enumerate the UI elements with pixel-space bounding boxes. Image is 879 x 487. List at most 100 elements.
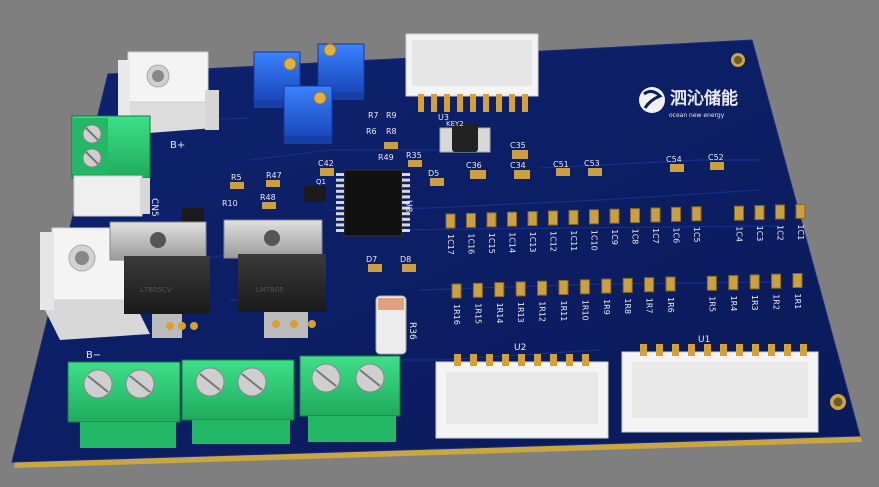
label-1r5: 1R5: [707, 296, 716, 312]
label-1c11: 1C11: [569, 230, 578, 251]
label-u1: U1: [698, 335, 710, 345]
ic-pin: [336, 189, 344, 193]
label-1c6: 1C6: [672, 227, 681, 243]
ic-pin: [336, 223, 344, 227]
ic-pin: [336, 201, 344, 204]
label-u3: U3: [438, 113, 449, 122]
label-c34: C34: [510, 161, 526, 170]
ic-pin: [402, 178, 410, 182]
label-d7: D7: [366, 255, 377, 264]
label-c53: C53: [584, 159, 600, 168]
connector-pin: [454, 354, 461, 366]
label-d5: D5: [428, 169, 439, 178]
label-u8: U8: [403, 200, 413, 213]
green-screw-terminal-bottom-1: [67, 361, 181, 448]
capacitor-1c4: 1C4: [734, 205, 744, 242]
capacitor-1c3: 1C3: [754, 205, 765, 242]
label-1r2: 1R2: [772, 294, 781, 310]
label-1c5: 1C5: [692, 227, 701, 243]
label-r49: R49: [378, 153, 394, 162]
label-1r9: 1R9: [602, 299, 611, 315]
silkscreen-designators: R5 R10 R47 R48 R7 R9 R6 R8 R49 R35 C42 C…: [222, 111, 724, 264]
label-r5: R5: [231, 173, 242, 182]
resistor-1r7: 1R7: [644, 277, 655, 313]
capacitor-1c10: 1C10: [589, 209, 599, 251]
connector-pin: [656, 344, 663, 356]
label-r35: R35: [406, 151, 422, 160]
ic-pin: [336, 173, 344, 176]
label-d8: D8: [400, 255, 411, 264]
white-screw-terminal-b-minus: [40, 227, 150, 340]
label-1c13: 1C13: [528, 232, 537, 253]
label-1c9: 1C9: [610, 229, 619, 245]
label-q1: Q1: [316, 178, 326, 186]
connector-pin: [736, 344, 743, 356]
ic-pin: [402, 206, 410, 210]
ic-pin: [402, 201, 410, 204]
capacitor-1c17: 1C17: [445, 213, 456, 255]
label-1c10: 1C10: [590, 230, 599, 251]
ic-pin: [402, 212, 410, 216]
ic-pin: [402, 229, 410, 232]
connector-pin: [672, 344, 679, 356]
ic-pin: [402, 217, 410, 221]
connector-pin: [582, 354, 589, 366]
ic-pin: [336, 212, 344, 216]
connector-pin: [431, 94, 437, 112]
tactile-switch-key2: [439, 124, 491, 153]
green-screw-terminal-bottom-2: [181, 359, 295, 444]
label-r8: R8: [386, 127, 397, 136]
connector-pin: [640, 344, 647, 356]
label-1r14: 1R14: [495, 303, 504, 324]
connector-pin: [457, 94, 463, 112]
connector-pin: [784, 344, 791, 356]
green-screw-terminal-bottom-3: [299, 355, 401, 442]
resistor-1r2: 1R2: [771, 273, 782, 310]
sot-package: [182, 208, 204, 222]
resistor-r36: [375, 295, 407, 355]
label-1c17: 1C17: [446, 234, 455, 255]
label-c54: C54: [666, 155, 682, 164]
resistor-1r1: 1R1: [792, 273, 803, 310]
resistor-1r5: 1R5: [706, 275, 717, 312]
connector-u2: [435, 354, 609, 439]
label-1c1: 1C1: [796, 224, 805, 240]
capacitor-1c7: 1C7: [650, 207, 661, 244]
ic-pin: [402, 189, 410, 193]
connector-pin: [566, 354, 573, 366]
capacitor-1c2: 1C2: [775, 204, 785, 241]
label-r47: R47: [266, 171, 282, 180]
smd-small-parts: [230, 142, 724, 272]
ic-pin: [336, 206, 344, 210]
capacitor-1c6: 1C6: [671, 206, 681, 243]
capacitor-1c15: 1C15: [486, 212, 497, 254]
connector-pin: [470, 94, 476, 112]
capacitor-1c1: 1C1: [795, 203, 806, 240]
connector-pin: [704, 344, 711, 356]
label-c36: C36: [466, 161, 482, 170]
connector-pin: [486, 354, 493, 366]
connector-pin: [688, 344, 695, 356]
ic-pin: [402, 195, 410, 199]
connector-pin: [550, 354, 557, 366]
connector-pin: [418, 94, 424, 112]
label-1c3: 1C3: [755, 226, 764, 242]
label-cn5: CN5: [149, 198, 159, 217]
label-r7: R7: [368, 111, 379, 120]
resistor-1r12: 1R12: [537, 280, 548, 322]
ic-pin: [336, 178, 344, 182]
connector-pin: [522, 94, 528, 112]
label-1r11: 1R11: [559, 301, 568, 322]
connector-top: [405, 33, 539, 112]
resistor-1r15: 1R15: [472, 282, 483, 324]
label-1r1: 1R1: [793, 294, 802, 310]
capacitor-1c11: 1C11: [568, 209, 579, 251]
label-1r10: 1R10: [580, 300, 589, 321]
connector-pin: [502, 354, 509, 366]
connector-pin: [470, 354, 477, 366]
connector-pin: [768, 344, 775, 356]
transistor-q1: [304, 186, 326, 202]
label-1c8: 1C8: [631, 229, 640, 245]
ic-pin: [402, 184, 410, 188]
